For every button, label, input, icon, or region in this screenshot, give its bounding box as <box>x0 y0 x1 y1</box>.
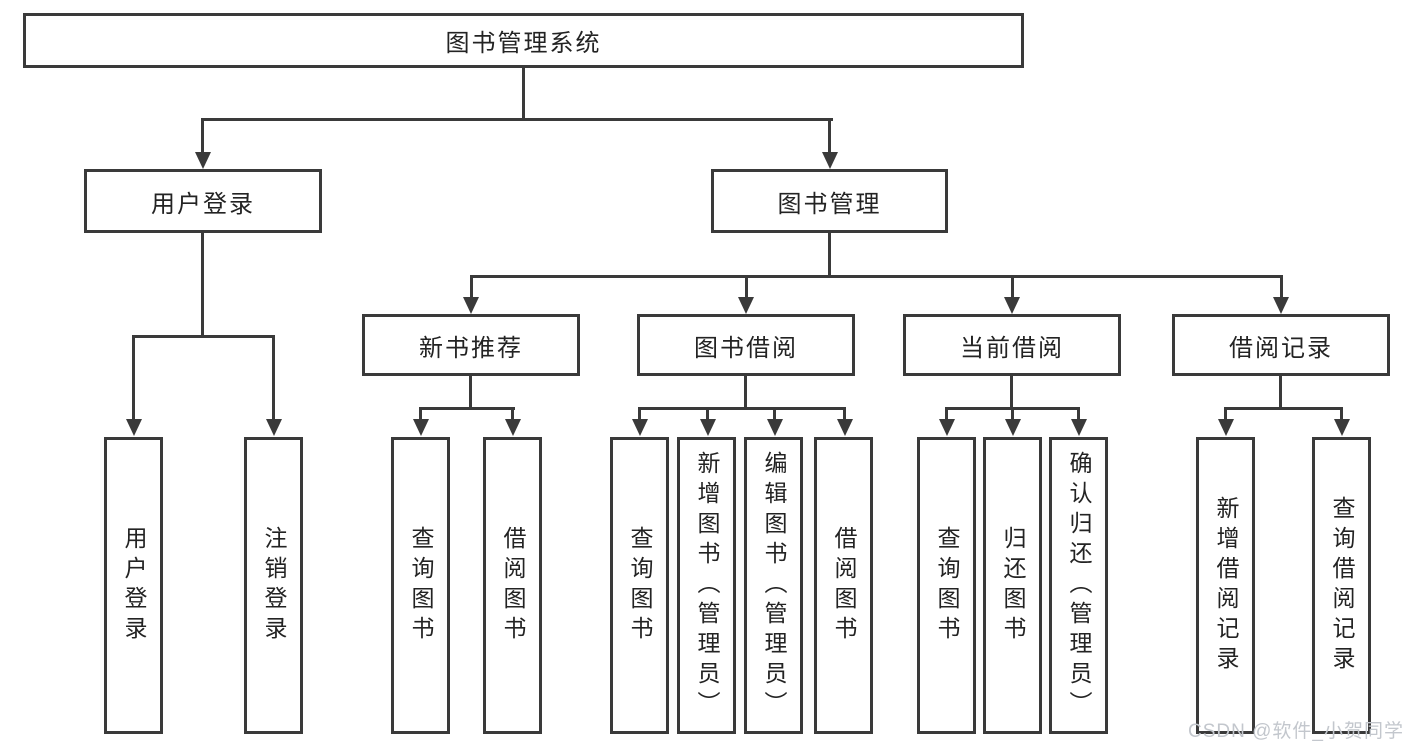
connector-drop-borrow-record <box>1280 275 1283 298</box>
leaf-query-books-recommend-label: 查询图书 <box>408 525 434 646</box>
connector-arrowhead-borrow-books-c <box>837 419 853 436</box>
leaf-user-login-label: 用户登录 <box>121 525 147 646</box>
node-borrow-record: 借阅记录 <box>1172 314 1390 376</box>
leaf-confirm-return-admin-label: 确认归还（管理员） <box>1066 450 1092 721</box>
connector-drop-query-books-b <box>419 407 422 420</box>
leaf-confirm-return-admin: 确认归还（管理员） <box>1049 437 1108 734</box>
leaf-query-books-borrow: 查询图书 <box>610 437 669 734</box>
connector-stub-user-login <box>201 233 204 337</box>
connector-bar-book-management <box>470 275 1283 278</box>
connector-drop-query-record <box>1340 407 1343 420</box>
connector-arrowhead-leaf-user-login <box>126 419 142 436</box>
node-root-system: 图书管理系统 <box>23 13 1024 68</box>
leaf-add-borrow-record-label: 新增借阅记录 <box>1213 495 1239 676</box>
connector-drop-user-login <box>201 118 204 154</box>
leaf-borrow-books-borrow: 借阅图书 <box>814 437 873 734</box>
connector-arrowhead-user-login <box>195 152 211 169</box>
node-user-login-label: 用户登录 <box>151 190 255 218</box>
connector-arrowhead-book-management <box>822 152 838 169</box>
connector-stub-book-management <box>828 233 831 277</box>
connector-stub-current-borrow <box>1010 376 1013 409</box>
connector-arrowhead-current-borrow <box>1004 297 1020 314</box>
connector-arrowhead-borrow-books-b <box>505 419 521 436</box>
connector-drop-borrow-books-b <box>511 407 514 420</box>
connector-arrowhead-query-books-c <box>632 419 648 436</box>
node-book-management: 图书管理 <box>711 169 948 233</box>
connector-drop-query-books-d <box>945 407 948 420</box>
connector-arrowhead-new-book <box>463 297 479 314</box>
leaf-add-book-admin: 新增图书（管理员） <box>677 437 736 734</box>
connector-drop-add-book <box>706 407 709 420</box>
connector-stub-book-borrow <box>744 376 747 409</box>
connector-drop-return-book <box>1011 407 1014 420</box>
node-book-management-label: 图书管理 <box>777 190 882 218</box>
leaf-query-books-current-label: 查询图书 <box>934 525 960 646</box>
node-user-login: 用户登录 <box>84 169 322 233</box>
leaf-return-book-label: 归还图书 <box>1000 525 1026 646</box>
leaf-borrow-books-recommend: 借阅图书 <box>483 437 542 734</box>
connector-drop-query-books-c <box>638 407 641 420</box>
connector-arrowhead-query-books-d <box>939 419 955 436</box>
leaf-add-borrow-record: 新增借阅记录 <box>1196 437 1255 734</box>
connector-arrowhead-leaf-logout <box>266 419 282 436</box>
node-book-borrow: 图书借阅 <box>637 314 855 376</box>
leaf-borrow-books-recommend-label: 借阅图书 <box>500 525 526 646</box>
connector-bar-user-login <box>132 335 275 338</box>
connector-drop-add-record <box>1224 407 1227 420</box>
connector-arrowhead-edit-book <box>767 419 783 436</box>
leaf-logout-login: 注销登录 <box>244 437 303 734</box>
connector-drop-leaf-logout <box>272 335 275 420</box>
connector-arrowhead-return-book <box>1005 419 1021 436</box>
node-current-borrow: 当前借阅 <box>903 314 1121 376</box>
leaf-query-books-recommend: 查询图书 <box>391 437 450 734</box>
leaf-user-login: 用户登录 <box>104 437 163 734</box>
connector-arrowhead-confirm-return <box>1071 419 1087 436</box>
connector-bar-root <box>201 118 833 121</box>
connector-bar-borrow-record <box>1224 407 1343 410</box>
connector-bar-book-borrow <box>638 407 846 410</box>
connector-stub-borrow-record <box>1279 376 1282 409</box>
connector-drop-current-borrow <box>1011 275 1014 298</box>
node-current-borrow-label: 当前借阅 <box>960 334 1064 362</box>
leaf-query-books-borrow-label: 查询图书 <box>627 525 653 646</box>
connector-drop-leaf-user-login <box>132 335 135 420</box>
leaf-query-books-current: 查询图书 <box>917 437 976 734</box>
connector-arrowhead-add-record <box>1218 419 1234 436</box>
connector-drop-borrow-books-c <box>843 407 846 420</box>
connector-drop-confirm-return <box>1077 407 1080 420</box>
node-book-borrow-label: 图书借阅 <box>694 334 798 362</box>
connector-arrowhead-borrow-record <box>1273 297 1289 314</box>
connector-arrowhead-add-book <box>700 419 716 436</box>
leaf-query-borrow-record-label: 查询借阅记录 <box>1329 495 1355 676</box>
leaf-borrow-books-borrow-label: 借阅图书 <box>831 525 857 646</box>
csdn-watermark: CSDN @软件_小贺同学 <box>1188 721 1404 742</box>
connector-bar-new-book <box>419 407 515 410</box>
connector-drop-new-book <box>470 275 473 298</box>
node-new-book-recommend: 新书推荐 <box>362 314 580 376</box>
node-borrow-record-label: 借阅记录 <box>1229 334 1333 362</box>
leaf-logout-login-label: 注销登录 <box>261 525 287 646</box>
connector-stub-new-book <box>469 376 472 409</box>
leaf-edit-book-admin: 编辑图书（管理员） <box>744 437 803 734</box>
leaf-edit-book-admin-label: 编辑图书（管理员） <box>761 450 787 721</box>
leaf-query-borrow-record: 查询借阅记录 <box>1312 437 1371 734</box>
connector-arrowhead-query-books-b <box>413 419 429 436</box>
connector-drop-edit-book <box>773 407 776 420</box>
connector-drop-book-borrow <box>745 275 748 298</box>
connector-arrowhead-book-borrow <box>738 297 754 314</box>
node-new-book-recommend-label: 新书推荐 <box>419 334 523 362</box>
leaf-return-book: 归还图书 <box>983 437 1042 734</box>
leaf-add-book-admin-label: 新增图书（管理员） <box>694 450 720 721</box>
node-root-label: 图书管理系统 <box>445 30 602 57</box>
connector-arrowhead-query-record <box>1334 419 1350 436</box>
connector-stub-root <box>522 68 525 120</box>
connector-drop-book-management <box>828 118 831 154</box>
